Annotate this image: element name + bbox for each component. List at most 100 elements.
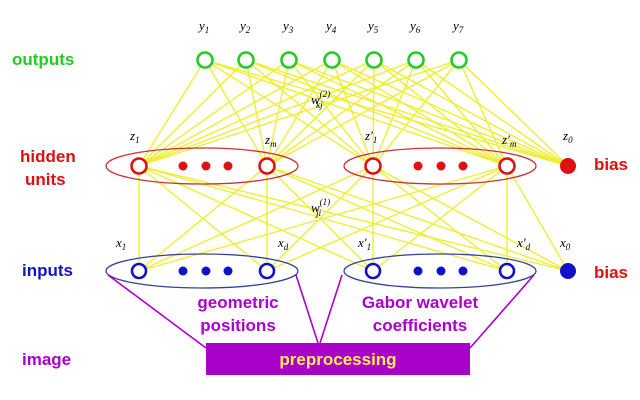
input-label-x1-prime: x′1 bbox=[357, 235, 371, 252]
output-label-6: y6 bbox=[408, 18, 421, 35]
output-node bbox=[365, 51, 383, 69]
input-hidden-connection bbox=[266, 165, 508, 272]
right-group-line2: coefficients bbox=[373, 316, 467, 335]
hidden-output-connection bbox=[288, 59, 569, 167]
hidden-output-connection bbox=[331, 59, 569, 167]
preprocessing-box bbox=[206, 343, 470, 375]
input-hidden-connection bbox=[266, 165, 374, 272]
input-node bbox=[258, 262, 276, 280]
input-ellipsis-dot bbox=[201, 266, 211, 276]
row-label-units: units bbox=[25, 170, 66, 189]
input-bias-var-label: x0 bbox=[559, 235, 571, 252]
hidden-output-connection bbox=[266, 59, 333, 167]
input-node bbox=[364, 262, 382, 280]
input-ellipsis-dot bbox=[436, 266, 446, 276]
output-node bbox=[237, 51, 255, 69]
output-node bbox=[450, 51, 468, 69]
output-label-4: y4 bbox=[324, 18, 337, 35]
left-group-line2: positions bbox=[200, 316, 276, 335]
input-ellipsis-dot bbox=[413, 266, 423, 276]
output-label-3: y3 bbox=[281, 18, 294, 35]
input-hidden-connection bbox=[138, 165, 268, 272]
hidden-bias-var-label: z0 bbox=[562, 128, 573, 145]
input-label-x1: x1 bbox=[115, 235, 126, 252]
hidden-label-z1: z1 bbox=[129, 128, 140, 145]
hidden-output-connection bbox=[138, 59, 247, 167]
hidden-output-connection bbox=[415, 59, 508, 167]
hidden-output-connection bbox=[331, 59, 508, 167]
row-label-image: image bbox=[22, 350, 71, 369]
input-left-group bbox=[105, 253, 299, 289]
input-label-xd-prime: x′d bbox=[516, 235, 531, 252]
hidden-ellipsis-dot bbox=[201, 161, 211, 171]
hidden-node bbox=[130, 157, 148, 175]
input-bias-label: bias bbox=[594, 263, 628, 282]
input-bias-node bbox=[560, 263, 576, 279]
hidden-right-group bbox=[343, 147, 537, 185]
hidden-ellipsis-dot bbox=[436, 161, 446, 171]
hidden-output-connection bbox=[245, 59, 268, 167]
output-node bbox=[280, 51, 298, 69]
output-label-5: y5 bbox=[366, 18, 379, 35]
input-hidden-connection bbox=[266, 165, 569, 272]
left-group-line1: geometric bbox=[197, 293, 278, 312]
hidden-output-connection bbox=[266, 59, 375, 167]
hidden-output-connection bbox=[245, 59, 569, 167]
output-label-7: y7 bbox=[451, 18, 464, 35]
image-funnel bbox=[107, 274, 535, 349]
output-label-1: y1 bbox=[197, 18, 209, 35]
row-label-hidden: hidden bbox=[20, 147, 76, 166]
hidden-output-connection bbox=[372, 59, 417, 167]
hidden-output-connection bbox=[372, 59, 375, 167]
hidden-ellipsis-dot bbox=[413, 161, 423, 171]
hidden-node bbox=[258, 157, 276, 175]
weight-label-ji: w(1)ji bbox=[311, 197, 330, 218]
hidden-output-connection bbox=[458, 59, 508, 167]
hidden-label-z1-prime: z′1 bbox=[364, 128, 377, 145]
hidden-output-connection bbox=[266, 59, 460, 167]
hidden-output-connection bbox=[245, 59, 508, 167]
input-node bbox=[130, 262, 148, 280]
row-label-outputs: outputs bbox=[12, 50, 74, 69]
input-hidden-connection bbox=[372, 165, 508, 272]
hidden-output-connection bbox=[204, 59, 268, 167]
hidden-node bbox=[364, 157, 382, 175]
input-ellipsis-dot bbox=[458, 266, 468, 276]
hidden-output-connection bbox=[138, 59, 206, 167]
hidden-bias-label: bias bbox=[594, 155, 628, 174]
hidden-output-connection bbox=[373, 59, 508, 167]
preprocessing-label: preprocessing bbox=[279, 350, 396, 369]
hidden-output-connection bbox=[204, 59, 569, 167]
variable-labels: y1 y2 y3 y4 y5 y6 y7 z1 zm z′1 z′m z0 x1 xd x′1 x′d x0 w(… bbox=[115, 18, 573, 252]
input-node bbox=[498, 262, 516, 280]
output-node bbox=[407, 51, 425, 69]
hidden-label-zm-prime: z′m bbox=[501, 132, 517, 149]
hidden-output-connection bbox=[415, 59, 569, 167]
hidden-output-connection bbox=[458, 59, 569, 167]
output-node bbox=[323, 51, 341, 69]
hidden-ellipsis-dot bbox=[223, 161, 233, 171]
hidden-output-connection bbox=[204, 59, 374, 167]
hidden-bias-node bbox=[560, 158, 576, 174]
network-nodes bbox=[130, 51, 576, 280]
hidden-output-connection bbox=[288, 59, 374, 167]
hidden-output-connection bbox=[372, 59, 460, 167]
weight-label-kj: w(2)kj bbox=[311, 89, 330, 110]
row-label-inputs: inputs bbox=[22, 261, 73, 280]
hidden-output-connection bbox=[331, 59, 374, 167]
hidden-label-zm: zm bbox=[264, 132, 277, 149]
hidden-output-connection bbox=[266, 59, 290, 167]
output-label-2: y2 bbox=[238, 18, 251, 35]
hidden-output-connection bbox=[373, 59, 569, 167]
input-label-xd: xd bbox=[277, 235, 289, 252]
hidden-ellipsis-dot bbox=[178, 161, 188, 171]
right-group-line1: Gabor wavelet bbox=[362, 293, 479, 312]
input-hidden-connection bbox=[506, 165, 569, 272]
input-ellipsis-dot bbox=[178, 266, 188, 276]
hidden-ellipsis-dot bbox=[458, 161, 468, 171]
hidden-output-connection bbox=[266, 59, 417, 167]
input-ellipsis-dot bbox=[223, 266, 233, 276]
input-right-group bbox=[343, 253, 537, 289]
output-node bbox=[196, 51, 214, 69]
